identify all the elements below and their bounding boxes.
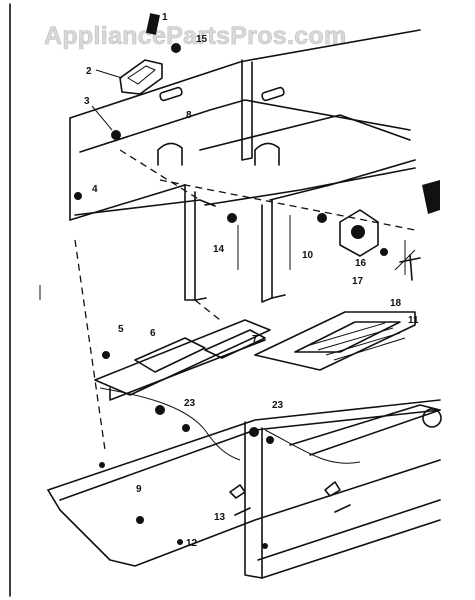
- label-part-13: 13: [214, 512, 226, 523]
- label-part-7: 7: [252, 334, 258, 345]
- screw-part-15: [171, 43, 181, 53]
- latch-part: [422, 180, 440, 214]
- label-part-6: 6: [150, 328, 156, 339]
- screw-part-3: [111, 130, 121, 140]
- label-part-23: 23: [184, 398, 196, 409]
- clip-part-1: [146, 13, 160, 35]
- label-part-12: 12: [186, 538, 198, 549]
- damper-motor-part-16: [339, 209, 388, 257]
- label-part-10: 10: [302, 250, 314, 261]
- label-part-18: 18: [390, 298, 402, 309]
- fastener-part-14b: [317, 213, 327, 223]
- label-part-2: 2: [86, 66, 92, 77]
- upper-shelf-assembly: [69, 29, 421, 303]
- label-part-17: 17: [352, 276, 364, 287]
- lower-tray-assembly: [47, 239, 442, 579]
- handle-part-2: [119, 59, 163, 95]
- label-part-5: 5: [118, 324, 124, 335]
- label-part-16: 16: [355, 258, 367, 269]
- watermark-text: AppliancePartsPros.com: [44, 22, 347, 50]
- label-part-9: 9: [136, 484, 142, 495]
- screw-part-4: [74, 192, 82, 200]
- part-labels: 1 2 3 4 5 6 7 8 9 12 13 14 15 16 17 18 2…: [84, 12, 419, 549]
- label-part-1: 1: [162, 12, 168, 23]
- label-part-4: 4: [92, 184, 98, 195]
- label-part-11: 11: [408, 315, 419, 326]
- label-part-3: 3: [84, 96, 90, 107]
- label-part-23b: 23: [272, 400, 284, 411]
- label-part-14: 14: [213, 244, 225, 255]
- label-part-15: 15: [196, 34, 208, 45]
- bracket-part-18: [399, 254, 421, 281]
- fastener-part-14a: [227, 213, 237, 223]
- label-part-8: 8: [186, 110, 192, 121]
